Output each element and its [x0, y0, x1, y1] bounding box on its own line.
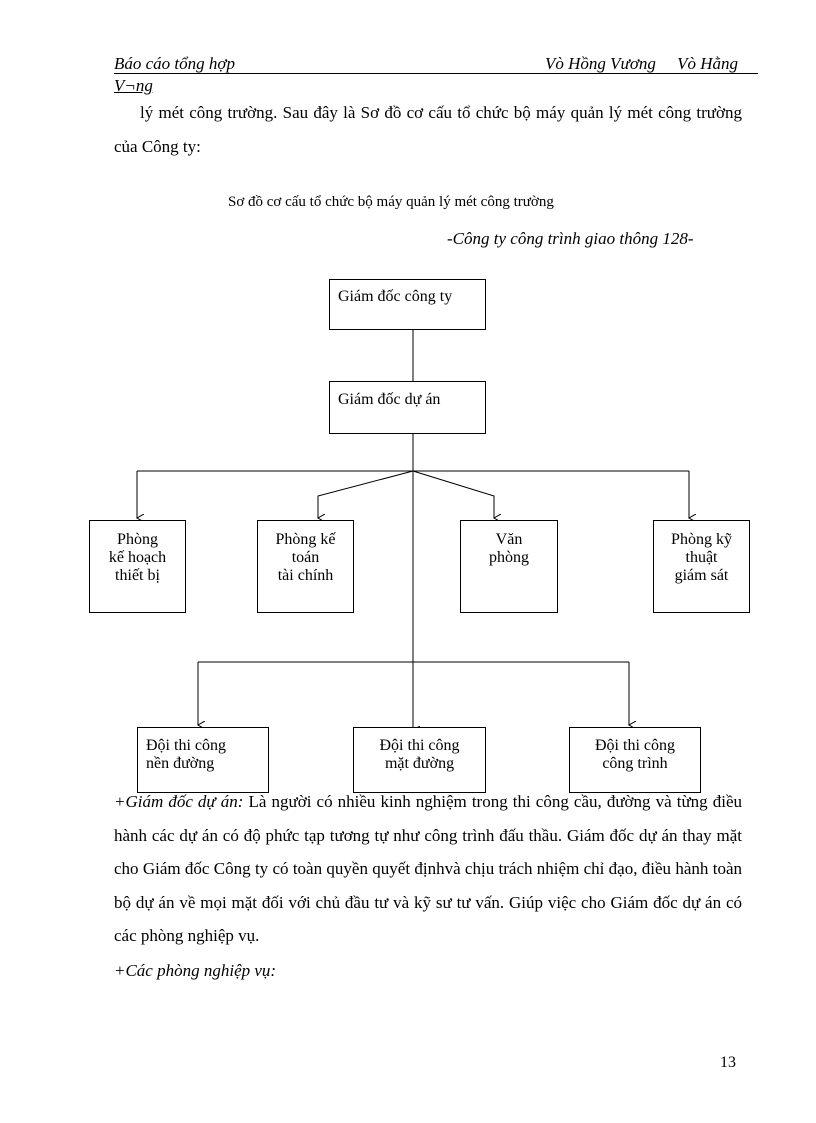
node-planning-equipment-dept: Phòng kế hoạch thiết bị [89, 520, 186, 613]
departments-paragraph: +Các phòng nghiệp vụ: [114, 954, 742, 988]
node-roadbed-team: Đội thi công nền đường [137, 727, 269, 793]
departments-lead: +Các phòng nghiệp vụ: [114, 961, 277, 980]
header-rule [114, 73, 758, 74]
header-left: Báo cáo tổng hợp [114, 54, 235, 73]
node-project-director: Giám đốc dự án [329, 381, 486, 434]
intro-paragraph: lý mét công trường. Sau đây là Sơ đồ cơ … [114, 103, 742, 156]
node-finance-accounting-dept: Phòng kế toán tài chính [257, 520, 354, 613]
project-director-lead: +Giám đốc dự án: [114, 792, 244, 811]
project-director-text: Là người có nhiều kinh nghiệm trong thi … [114, 792, 743, 945]
project-director-paragraph: +Giám đốc dự án: Là người có nhiều kinh … [114, 785, 742, 953]
node-structures-team: Đội thi công công trình [569, 727, 701, 793]
header-right-continued: V¬ng [114, 76, 153, 95]
node-technical-supervision-dept: Phòng kỹ thuật giám sát [653, 520, 750, 613]
node-company-director: Giám đốc công ty [329, 279, 486, 330]
diagram-subtitle: -Công ty công trình giao thông 128- [447, 229, 694, 248]
node-office: Văn phòng [460, 520, 558, 613]
diagram-title: Sơ đồ cơ cấu tổ chức bộ máy quản lý mét … [228, 194, 554, 210]
page-number: 13 [720, 1054, 736, 1071]
header-right: Vò Hồng Vương Vò Hằng [545, 54, 739, 73]
node-pavement-team: Đội thi công mặt đường [353, 727, 486, 793]
